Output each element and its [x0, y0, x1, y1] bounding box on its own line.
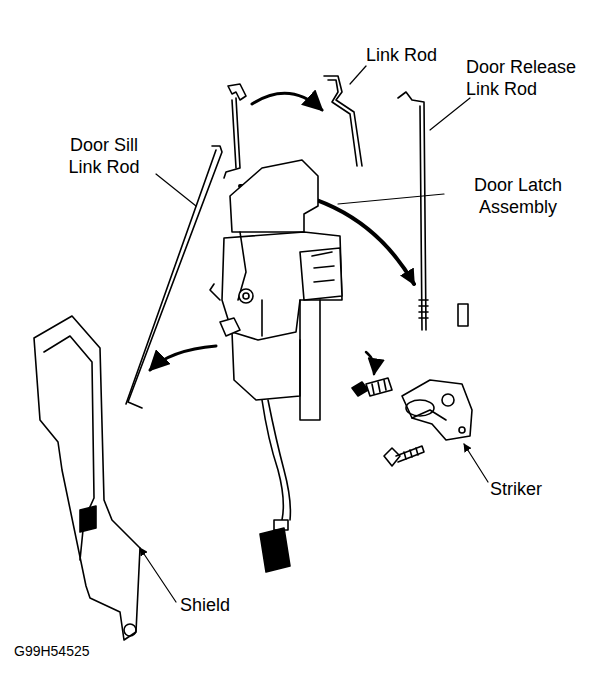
part-label: Link Rod [366, 44, 466, 66]
part-label: Door Sill Link Rod [54, 134, 154, 178]
part-label: Striker [490, 478, 580, 500]
figure-code: G99H54525 [14, 640, 144, 662]
part-label: Door Release Link Rod [466, 56, 594, 100]
part-label: Shield [180, 594, 260, 616]
part-label: Door Latch Assembly [448, 174, 588, 218]
